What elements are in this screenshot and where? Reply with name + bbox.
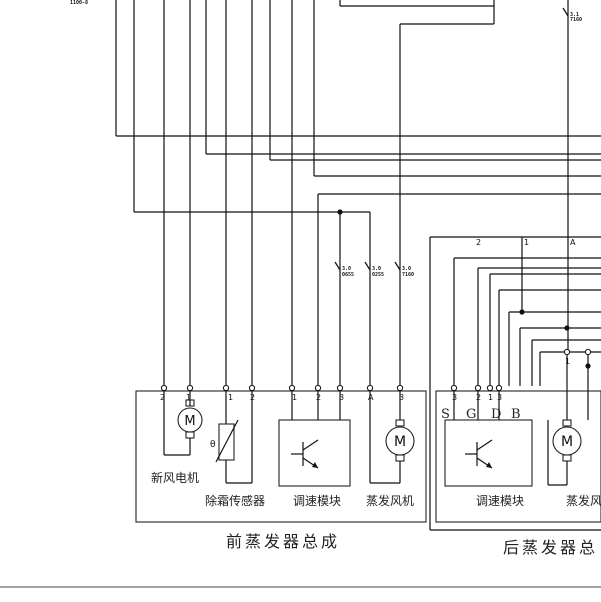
- svg-text:S: S: [441, 407, 450, 422]
- defrost-sensor-label: 除霜传感器: [205, 493, 265, 508]
- svg-text:1: 1: [524, 238, 529, 247]
- svg-text:0255: 0255: [372, 272, 384, 278]
- rear-evap-fan-label: 蒸发风: [566, 493, 601, 508]
- svg-text:G: G: [466, 407, 476, 422]
- svg-text:7160: 7160: [402, 272, 414, 278]
- svg-text:2: 2: [160, 393, 165, 402]
- wire-tag-2: 3.0 0255: [364, 261, 384, 278]
- front-evaporator-box: [135, 390, 427, 523]
- rear-junction-1: [519, 309, 525, 315]
- svg-text:A: A: [570, 238, 576, 247]
- rear-junction-2: [564, 325, 570, 331]
- svg-text:0655: 0655: [342, 272, 354, 278]
- rear-terminal-letters: S G D B: [441, 407, 521, 422]
- rear-evap-fan: M: [547, 419, 582, 486]
- rear-evaporator-box: [435, 390, 601, 523]
- svg-text:1: 1: [292, 393, 297, 402]
- rear-fan-motor-m-icon: M: [561, 434, 573, 450]
- svg-text:A: A: [368, 393, 374, 402]
- rear-assembly-label: 后蒸发器总: [503, 538, 598, 557]
- motor-m-icon: M: [184, 414, 195, 429]
- fan-motor-m-icon: M: [394, 434, 406, 450]
- wire-tag-3: 3.0 7160: [394, 261, 414, 278]
- svg-text:1: 1: [565, 357, 570, 366]
- front-assembly-label: 前蒸发器总成: [226, 532, 340, 551]
- top-left-code: 1100-8: [70, 0, 88, 6]
- svg-text:3.0: 3.0: [372, 266, 381, 272]
- front-evap-fan: M: [369, 391, 415, 484]
- theta-icon: θ: [210, 440, 216, 450]
- fresh-air-motor-label: 新风电机: [151, 470, 199, 485]
- rear-junction-3: [585, 363, 591, 369]
- top-right-code-2: 7160: [570, 17, 582, 23]
- svg-text:3: 3: [339, 393, 344, 402]
- front-pins: 2 1 1 2 1 2 3 A 3: [160, 384, 404, 402]
- svg-text:2: 2: [476, 238, 481, 247]
- rear-speed-module-label: 调速模块: [476, 494, 524, 508]
- svg-text:3: 3: [399, 393, 404, 402]
- wire-tag-1: 3.0 0655: [334, 261, 354, 278]
- svg-text:1: 1: [228, 393, 233, 402]
- svg-text:D: D: [491, 407, 501, 422]
- rear-pins: 3 2 1 3 1: [450, 348, 592, 402]
- svg-text:1: 1: [488, 393, 493, 402]
- front-speed-module: [278, 391, 351, 487]
- junction-dot: [337, 209, 343, 215]
- defrost-sensor: θ: [210, 391, 253, 484]
- front-speed-module-label: 调速模块: [293, 494, 341, 508]
- svg-text:1: 1: [186, 393, 191, 402]
- svg-text:B: B: [511, 407, 521, 422]
- front-wires: [115, 0, 601, 385]
- fresh-air-motor: M: [163, 391, 203, 456]
- top-right-code-1: 3.1: [570, 12, 579, 18]
- front-evap-fan-label: 蒸发风机: [366, 493, 414, 508]
- svg-text:3.0: 3.0: [402, 266, 411, 272]
- svg-text:3.0: 3.0: [342, 266, 351, 272]
- rear-speed-module: [444, 391, 533, 487]
